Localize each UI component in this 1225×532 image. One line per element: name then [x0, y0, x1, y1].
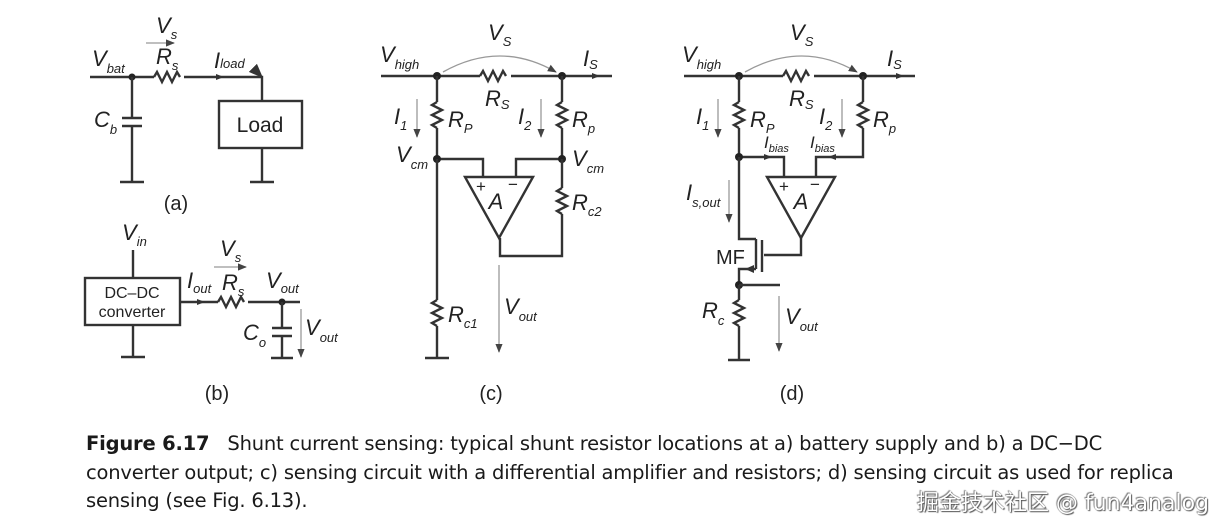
amplifier-symbol [764, 175, 838, 241]
converter-label-line1: DC–DC [104, 285, 159, 302]
amp-label: A [792, 189, 809, 214]
label-rp-right: Rp [873, 107, 896, 136]
label-rs: RS [485, 86, 510, 112]
label-vout: Vout [785, 304, 819, 334]
panel-b: DC–DC converter Vin Vs Iout Rs Vout Co V… [83, 220, 339, 405]
caption-text: Shunt current sensing: typical shunt res… [86, 432, 1174, 512]
panel-label-c: (c) [479, 383, 502, 405]
label-vcm-left: Vcm [396, 142, 428, 172]
label-i1: I1 [696, 104, 709, 133]
panel-label-b: (b) [205, 383, 229, 405]
panel-label-d: (d) [780, 383, 804, 405]
panel-d: + − A Vhigh VS IS RS I1 RP I2 Rp Ibias I… [682, 20, 915, 405]
resistor-rc2 [554, 186, 570, 216]
label-i2: I2 [819, 104, 833, 133]
amp-plus-sign: + [779, 177, 789, 196]
resistor-rp-right [855, 100, 871, 130]
panel-c: + − A Vhigh VS IS RS I1 RP I2 Rp Vcm Vcm… [380, 20, 612, 405]
label-i1: I1 [394, 104, 407, 133]
label-rc2: Rc2 [572, 190, 602, 219]
shunt-resistor [152, 69, 182, 85]
panel-a: Load Vbat Vs Rs Iload Cb (a) [90, 13, 304, 215]
label-is-out: Is,out [686, 180, 722, 210]
label-vin: Vin [122, 220, 147, 249]
label-rc: Rc [702, 298, 725, 328]
label-vbat: Vbat [92, 46, 126, 76]
label-mf: MF [716, 247, 745, 269]
label-cb: Cb [94, 107, 117, 137]
circuit-figure: Load Vbat Vs Rs Iload Cb (a) DC–DC conve… [83, 13, 915, 405]
label-rc1: Rc1 [448, 302, 478, 331]
label-vs: Vs [220, 236, 242, 265]
label-ibias-right: Ibias [810, 133, 835, 155]
amp-label: A [487, 189, 504, 214]
label-rs: Rs [156, 44, 179, 73]
watermark: 掘金技术社区 @ fun4analog [916, 491, 1209, 516]
label-vout-arrow: Vout [305, 315, 339, 345]
label-vout-node: Vout [266, 268, 300, 296]
resistor-rp-left [429, 100, 445, 130]
current-arrow-icon [216, 74, 224, 80]
amp-minus-sign: − [810, 175, 820, 194]
label-rs: Rs [222, 270, 245, 299]
label-vout: Vout [504, 294, 538, 324]
resistor-rp-right [554, 100, 570, 130]
label-rp-left: RP [448, 107, 473, 136]
amp-minus-sign: − [508, 175, 518, 194]
panel-label-a: (a) [164, 193, 188, 215]
ibias-right-arrow-icon [828, 154, 836, 160]
load-box [217, 99, 304, 150]
resistor-rp-left [731, 100, 747, 130]
label-vs: VS [790, 20, 814, 49]
current-arrow-icon [896, 73, 904, 79]
label-vs: Vs [156, 13, 178, 42]
amp-plus-sign: + [476, 177, 486, 196]
converter-label-line2: converter [99, 304, 166, 321]
current-arrow-icon [592, 73, 600, 79]
circuit-diagrams: Load Vbat Vs Rs Iload Cb (a) DC–DC conve… [83, 13, 915, 405]
vs-arc-arrow-icon [744, 55, 858, 73]
label-iout: Iout [187, 268, 213, 296]
current-arrow-icon [197, 299, 205, 305]
label-is: IS [887, 46, 902, 72]
mosfet-mf-symbol [737, 239, 764, 283]
label-rp-right: Rp [572, 107, 595, 136]
label-rs: RS [789, 86, 814, 112]
load-label: Load [237, 114, 284, 137]
figure-number: Figure 6.17 [86, 432, 210, 455]
label-i2: I2 [518, 104, 532, 133]
label-vhigh: Vhigh [380, 42, 419, 72]
label-vs: VS [488, 20, 512, 49]
label-ibias-left: Ibias [764, 133, 789, 155]
amplifier-symbol [462, 175, 536, 241]
label-rp-left: RP [750, 107, 775, 136]
label-vcm-right: Vcm [572, 146, 604, 176]
vs-arc-arrow-icon [442, 55, 557, 73]
resistor-rc [731, 298, 747, 328]
shunt-resistor-rs [781, 68, 811, 84]
shunt-resistor-rs [478, 68, 508, 84]
shunt-resistor [216, 294, 246, 310]
label-iload: Iload [214, 48, 245, 73]
label-co: Co [243, 320, 266, 350]
label-is: IS [583, 46, 598, 72]
ibias-left-arrow-icon [764, 154, 772, 160]
label-vhigh: Vhigh [682, 42, 721, 72]
